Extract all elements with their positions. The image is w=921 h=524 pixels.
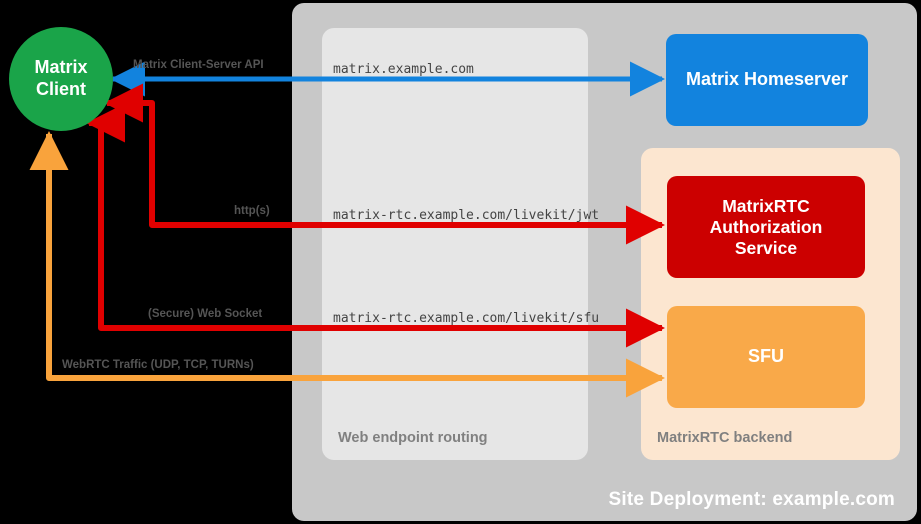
label-matrix-client-server-api: Matrix Client-Server API bbox=[133, 59, 264, 71]
label-web-socket: (Secure) Web Socket bbox=[148, 308, 263, 320]
node-matrix-client-line2: Client bbox=[35, 79, 86, 99]
endpoint-livekit-jwt: matrix-rtc.example.com/livekit/jwt bbox=[333, 208, 600, 223]
endpoint-livekit-sfu: matrix-rtc.example.com/livekit/sfu bbox=[333, 311, 600, 326]
node-auth-line3: Service bbox=[734, 237, 798, 258]
node-auth-line1: MatrixRTC bbox=[722, 195, 810, 216]
matrixrtc-backend-label: MatrixRTC backend bbox=[657, 430, 793, 446]
endpoint-matrix-example-com: matrix.example.com bbox=[333, 62, 474, 77]
site-deployment-label: Site Deployment: example.com bbox=[608, 489, 895, 510]
node-matrix-client[interactable]: Matrix Client bbox=[9, 27, 113, 131]
node-sfu-label: SFU bbox=[748, 346, 784, 367]
node-sfu[interactable]: SFU bbox=[667, 306, 865, 408]
node-matrix-homeserver[interactable]: Matrix Homeserver bbox=[666, 34, 868, 126]
node-matrix-homeserver-label: Matrix Homeserver bbox=[685, 69, 849, 90]
label-http: http(s) bbox=[234, 205, 270, 217]
web-endpoint-routing-container: Web endpoint routing bbox=[322, 28, 588, 460]
label-webrtc-traffic: WebRTC Traffic (UDP, TCP, TURNs) bbox=[62, 359, 254, 371]
node-auth-line2: Authorization bbox=[709, 216, 823, 237]
node-matrix-client-line1: Matrix bbox=[34, 57, 88, 78]
node-matrixrtc-authorization-service[interactable]: MatrixRTC Authorization Service bbox=[667, 176, 865, 278]
web-endpoint-routing-label: Web endpoint routing bbox=[338, 430, 488, 446]
